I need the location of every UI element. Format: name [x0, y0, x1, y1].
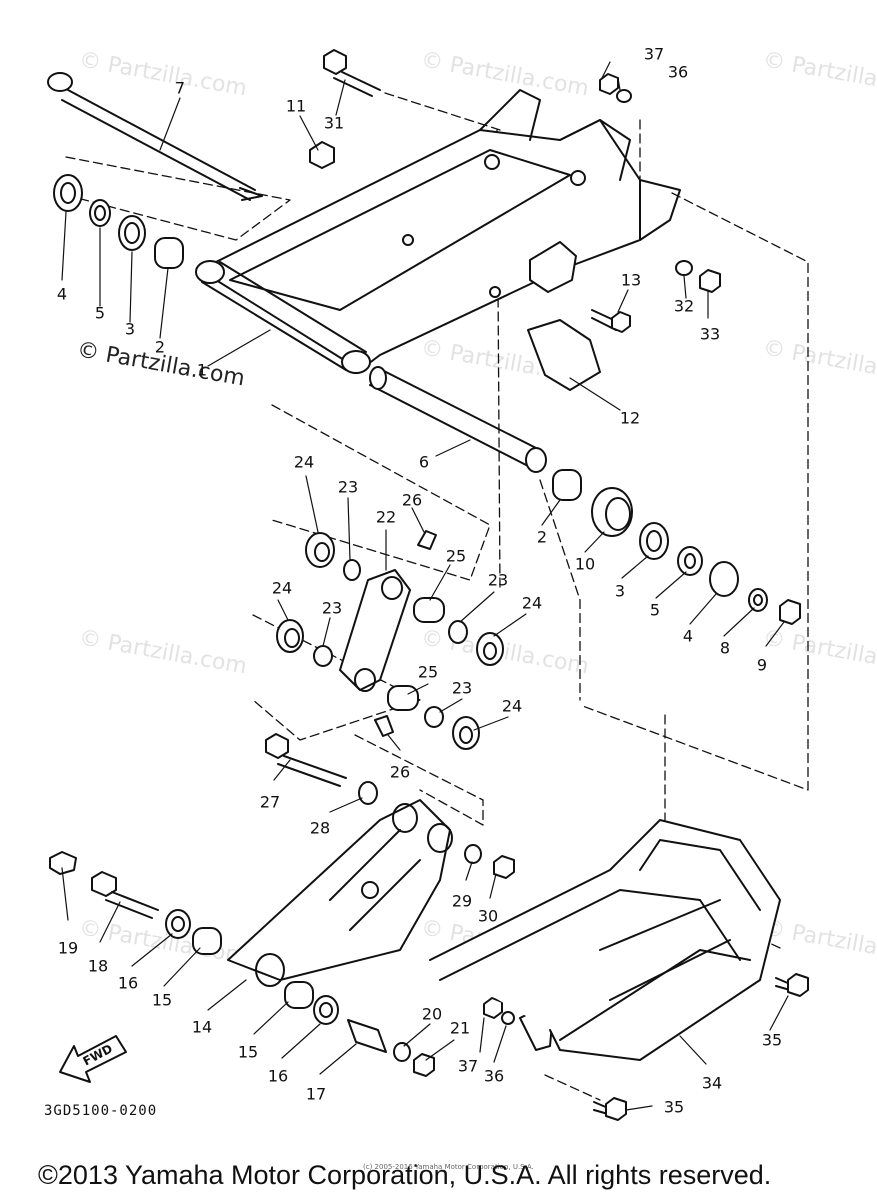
callout-31: 31: [323, 113, 345, 133]
callout-37: 37: [643, 44, 665, 64]
washer-29: [464, 844, 482, 864]
grease-nipple-26-top: [417, 530, 437, 550]
callout-15: 15: [237, 1042, 259, 1062]
callout-4: 4: [682, 626, 694, 646]
callout-28: 28: [309, 818, 331, 838]
callout-25: 25: [445, 546, 467, 566]
bolt-11: [309, 141, 335, 169]
seals-and-collars: [276, 532, 504, 750]
callout-14: 14: [191, 1017, 213, 1037]
nut-33: [699, 269, 721, 293]
washer-32: [675, 260, 693, 276]
callout-27: 27: [259, 792, 281, 812]
callout-24: 24: [271, 578, 293, 598]
forward-direction-arrow: FWD: [56, 1028, 136, 1088]
nut-37-bottom: [483, 997, 503, 1019]
callout-10: 10: [574, 554, 596, 574]
callout-35: 35: [663, 1097, 685, 1117]
callout-21: 21: [449, 1018, 471, 1038]
callout-11: 11: [285, 96, 307, 116]
small-copyright: (c) 2005-2016 Yamaha Motor Corporation, …: [363, 1163, 534, 1171]
callout-22: 22: [375, 507, 397, 527]
callout-18: 18: [87, 956, 109, 976]
bolt-35-right: [775, 973, 809, 997]
callout-16: 16: [267, 1066, 289, 1086]
lower-seals-bushings: [165, 909, 435, 1077]
bolt-27: [265, 733, 347, 787]
copyright-notice: ©2013 Yamaha Motor Corporation, U.S.A. A…: [38, 1160, 772, 1190]
connecting-rod-22: [339, 569, 411, 692]
callout-3: 3: [124, 319, 136, 339]
callout-33: 33: [699, 324, 721, 344]
relay-arm-14: [227, 799, 453, 987]
washer-28: [358, 781, 378, 805]
callout-9: 9: [756, 655, 768, 675]
washer-36-top: [616, 89, 632, 103]
grease-nipple-26-bottom: [374, 715, 394, 737]
callout-32: 32: [673, 296, 695, 316]
callout-36: 36: [483, 1066, 505, 1086]
footrest-guard-34: [429, 819, 781, 1061]
callout-35: 35: [761, 1030, 783, 1050]
callout-2: 2: [536, 527, 548, 547]
callout-4: 4: [56, 284, 68, 304]
callout-23: 23: [487, 570, 509, 590]
callout-8: 8: [719, 638, 731, 658]
callout-24: 24: [501, 696, 523, 716]
callout-20: 20: [421, 1004, 443, 1024]
callout-23: 23: [321, 598, 343, 618]
callout-13: 13: [620, 270, 642, 290]
callout-3: 3: [614, 581, 626, 601]
callout-24: 24: [293, 452, 315, 472]
callout-26: 26: [389, 762, 411, 782]
callout-23: 23: [337, 477, 359, 497]
callout-25: 25: [417, 662, 439, 682]
chain-slider-12: [527, 319, 601, 391]
bolt-35-bottom: [593, 1097, 627, 1121]
bolt-13: [591, 309, 631, 333]
grease-nipple-19: [49, 851, 77, 875]
callout-37: 37: [457, 1056, 479, 1076]
callout-17: 17: [305, 1084, 327, 1104]
callout-24: 24: [521, 593, 543, 613]
callout-19: 19: [57, 938, 79, 958]
callout-6: 6: [418, 452, 430, 472]
diagram-code: 3GD5100-0200: [44, 1103, 158, 1119]
washer-36-bottom: [501, 1011, 515, 1025]
nut-37-top: [599, 73, 619, 95]
callout-26: 26: [401, 490, 423, 510]
bolt-31: [323, 49, 381, 97]
callout-29: 29: [451, 891, 473, 911]
callout-36: 36: [667, 62, 689, 82]
callout-30: 30: [477, 906, 499, 926]
callout-5: 5: [94, 303, 106, 323]
pivot-shaft-6: [369, 366, 547, 473]
callout-23: 23: [451, 678, 473, 698]
callout-2: 2: [154, 337, 166, 357]
callout-5: 5: [649, 600, 661, 620]
callout-12: 12: [619, 408, 641, 428]
callout-1: 1: [196, 360, 208, 380]
swingarm-body: [195, 89, 681, 374]
callout-16: 16: [117, 973, 139, 993]
callout-34: 34: [701, 1073, 723, 1093]
fwd-arrow-icon: [59, 1035, 127, 1083]
bearing-set-left: [53, 174, 184, 269]
leader-lines: [61, 61, 789, 1111]
bolt-18: [91, 871, 159, 919]
nut-30: [493, 855, 515, 879]
axle-7: [47, 72, 263, 201]
callout-7: 7: [174, 78, 186, 98]
bearing-set-right: [552, 469, 801, 625]
chain-guide-bracket: [529, 241, 577, 293]
callout-15: 15: [151, 990, 173, 1010]
